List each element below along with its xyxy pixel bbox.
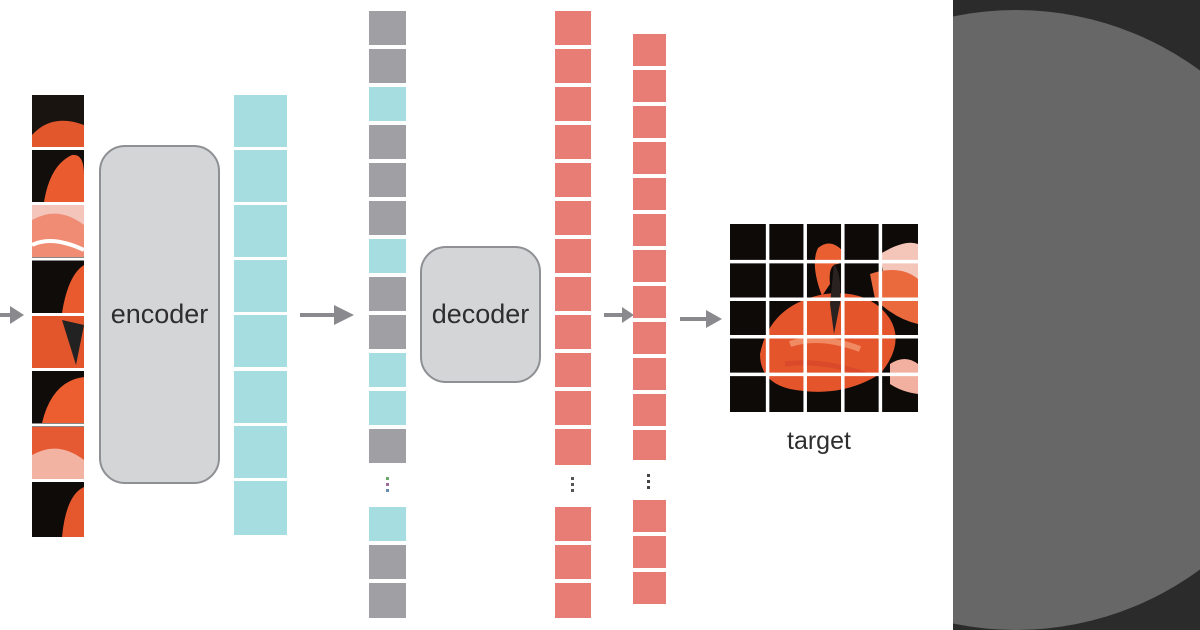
image-patch [32, 427, 84, 479]
right-decorative-panel [953, 0, 1200, 630]
projection-token [633, 34, 666, 66]
projection-token [633, 430, 666, 460]
projection-token [633, 572, 666, 604]
input-arrow [0, 306, 24, 324]
mask-token [369, 277, 406, 311]
decoder-box: decoder [420, 246, 541, 383]
projection-token [633, 358, 666, 390]
image-patch [32, 150, 84, 202]
projection-token [633, 250, 666, 282]
output-token [555, 125, 591, 159]
decoder-output-column [555, 11, 591, 618]
output-token [555, 49, 591, 83]
arrow-to-projection [604, 307, 634, 323]
image-patch [32, 371, 84, 423]
visible-token [369, 87, 406, 121]
output-token [555, 583, 591, 618]
visible-token [369, 239, 406, 273]
image-patch [32, 95, 84, 147]
visible-token [369, 353, 406, 387]
target-image-grid [730, 224, 918, 412]
arrow-to-decoder-input [300, 305, 354, 325]
arrow-to-target [680, 310, 722, 328]
projection-token [633, 106, 666, 138]
encoded-tokens-column [234, 95, 287, 535]
output-token [555, 87, 591, 121]
projection-token [633, 286, 666, 318]
output-token [555, 315, 591, 349]
projection-token [633, 142, 666, 174]
mask-token [369, 201, 406, 235]
encoded-token [234, 95, 287, 147]
decoder-input-column [369, 11, 406, 618]
ellipsis-dots [386, 477, 389, 492]
encoded-token [234, 260, 287, 312]
output-token [555, 391, 591, 425]
output-token [555, 277, 591, 311]
encoded-token [234, 205, 287, 257]
output-token [555, 353, 591, 387]
image-patch [32, 261, 84, 313]
decoder-label: decoder [431, 299, 530, 329]
mask-token [369, 545, 406, 579]
decorative-circle [953, 10, 1200, 630]
mask-token [369, 49, 406, 83]
projection-token [633, 214, 666, 246]
output-token [555, 11, 591, 45]
output-token [555, 429, 591, 465]
projection-token [633, 322, 666, 354]
input-patches-column [32, 95, 84, 537]
mask-token [369, 315, 406, 349]
image-patch [32, 316, 84, 368]
mask-token [369, 11, 406, 45]
visible-token [369, 391, 406, 425]
ellipsis-dots [571, 477, 574, 492]
image-patch [32, 482, 84, 537]
projection-token [633, 394, 666, 426]
encoded-token [234, 481, 287, 535]
encoder-label: encoder [110, 299, 209, 329]
output-token [555, 201, 591, 235]
image-patch [32, 205, 84, 257]
encoded-token [234, 426, 287, 478]
encoded-token [234, 371, 287, 423]
projection-token [633, 178, 666, 210]
encoded-token [234, 150, 287, 202]
mask-token [369, 163, 406, 197]
output-token [555, 163, 591, 197]
ellipsis-dots [647, 474, 650, 489]
output-token [555, 507, 591, 541]
projection-output-column [633, 34, 666, 604]
encoder-box: encoder [99, 145, 220, 484]
projection-token [633, 70, 666, 102]
output-token [555, 545, 591, 579]
target-label: target [787, 427, 851, 455]
encoded-token [234, 315, 287, 367]
mask-token [369, 429, 406, 463]
visible-token [369, 507, 406, 541]
projection-token [633, 536, 666, 568]
mask-token [369, 125, 406, 159]
diagram-panel: encoder [0, 11, 918, 618]
mask-token [369, 583, 406, 618]
projection-token [633, 500, 666, 532]
output-token [555, 239, 591, 273]
